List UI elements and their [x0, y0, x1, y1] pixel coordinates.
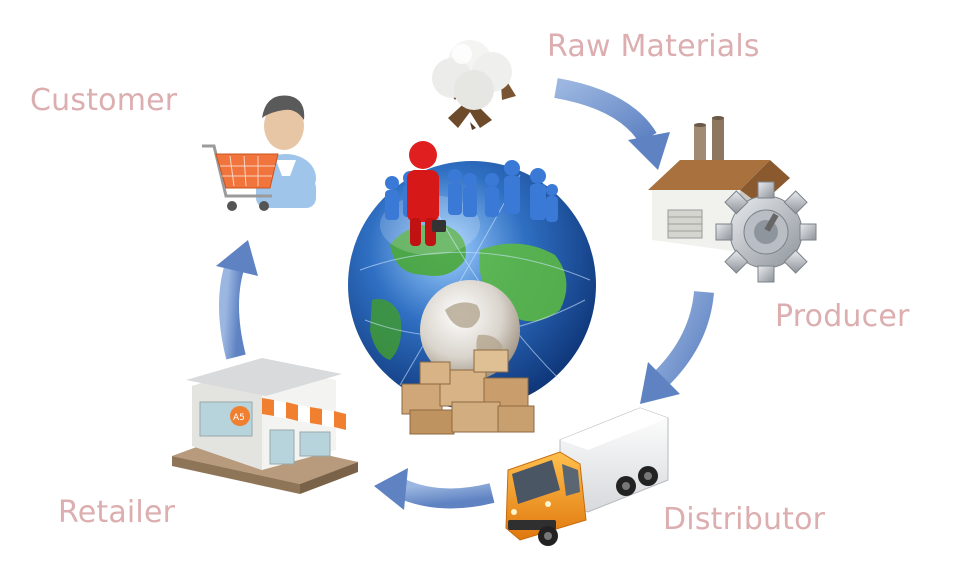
shopper-cart-icon: [202, 95, 316, 211]
stage-label-retailer: Retailer: [58, 495, 176, 530]
stage-label-producer: Producer: [775, 299, 910, 334]
globe-people-boxes-icon: [348, 141, 596, 435]
svg-text:A5: A5: [233, 413, 245, 423]
stage-label-customer: Customer: [30, 83, 178, 118]
cotton-boll-icon: [432, 40, 516, 130]
arrow-producer-to-distributor: [640, 290, 714, 404]
leader-figure: [407, 141, 446, 246]
delivery-truck-icon: [505, 407, 669, 546]
arrow-raw-to-producer: [554, 78, 670, 170]
stage-label-raw-materials: Raw Materials: [547, 29, 760, 64]
stage-label-distributor: Distributor: [663, 502, 826, 537]
store-awning: [262, 398, 346, 430]
cardboard-boxes: [401, 349, 535, 435]
arrow-retailer-to-customer: [216, 240, 258, 360]
team-figures: [385, 160, 558, 222]
arrow-distributor-to-retailer: [374, 468, 495, 510]
factory-gear-icon: [648, 116, 817, 283]
store-icon: A5: [172, 358, 358, 494]
